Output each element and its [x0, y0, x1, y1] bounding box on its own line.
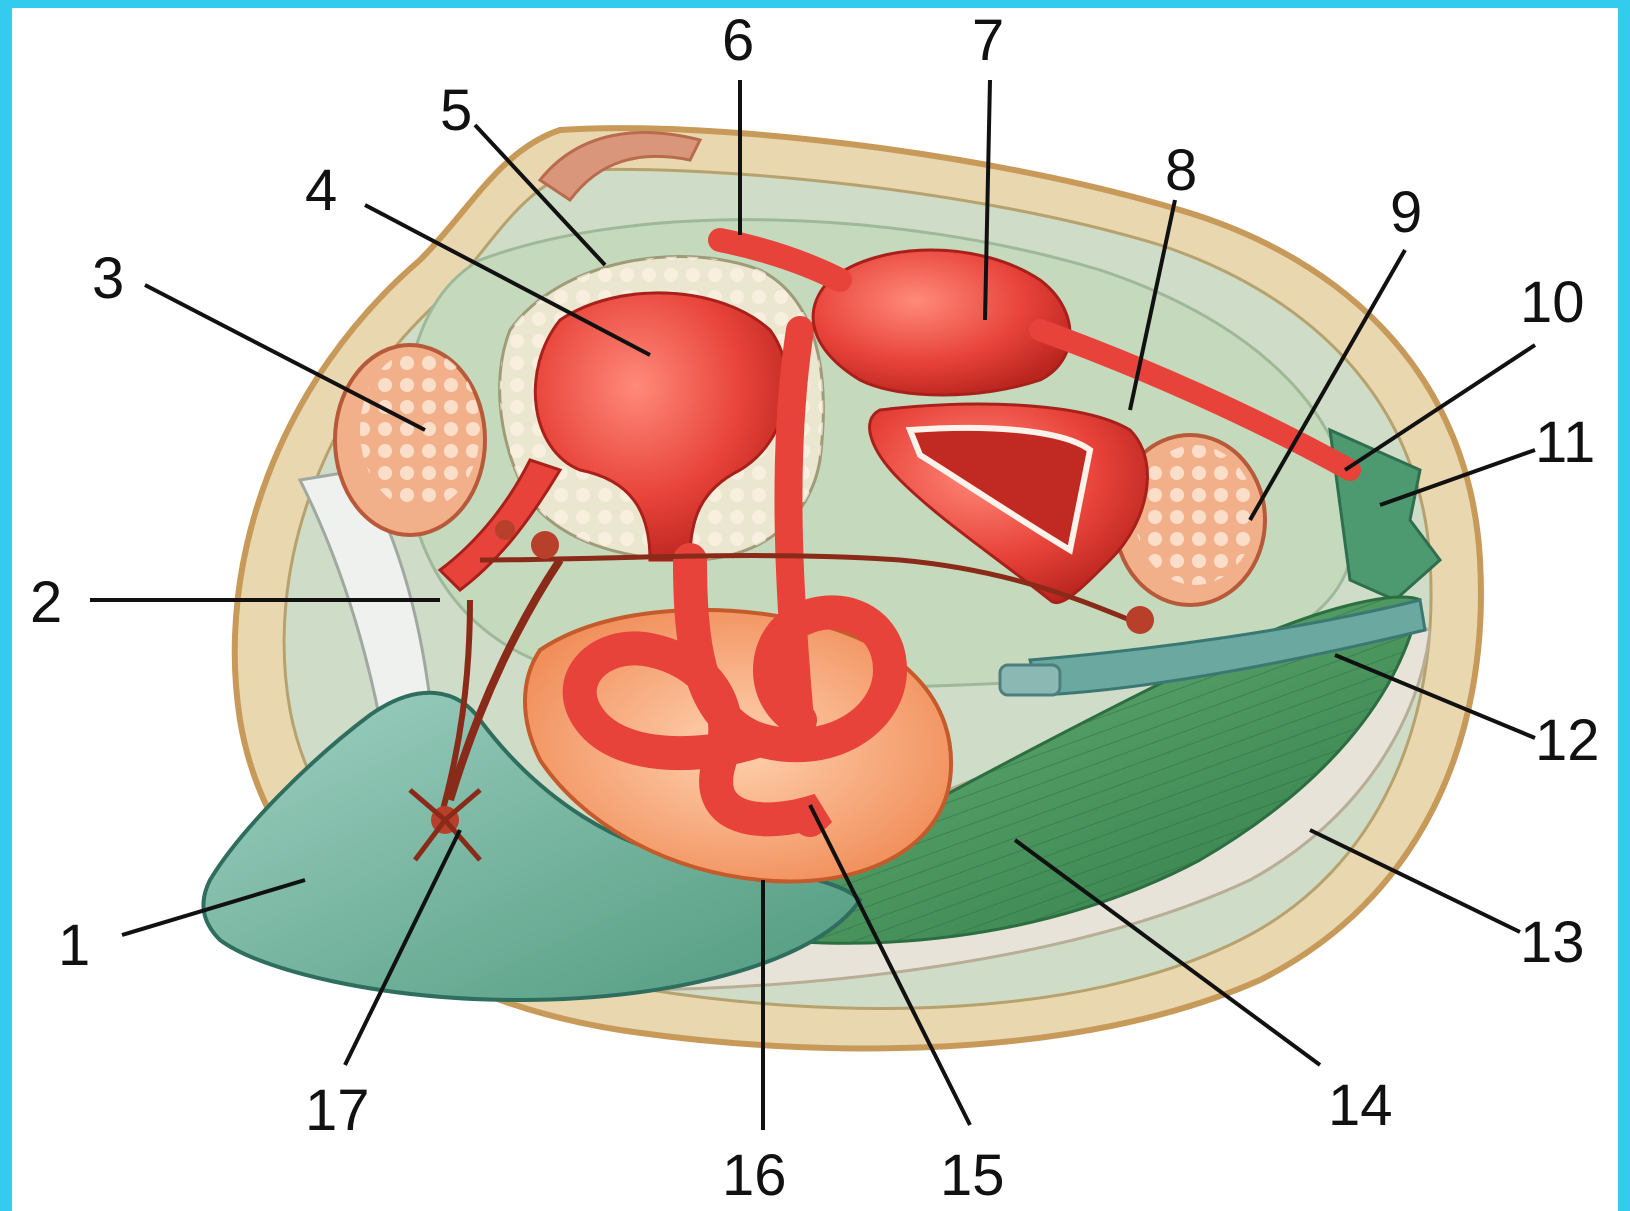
- label-15: 15: [940, 1143, 1005, 1208]
- label-16: 16: [722, 1143, 787, 1208]
- label-7: 7: [972, 8, 1004, 73]
- intestine-ascending: [788, 330, 800, 720]
- label-4: 4: [305, 158, 337, 223]
- label-2: 2: [30, 570, 62, 635]
- visceral-ganglion: [1126, 606, 1154, 634]
- label-14: 14: [1328, 1073, 1393, 1138]
- canal-tube: [1000, 665, 1060, 695]
- label-13: 13: [1520, 910, 1585, 975]
- label-17: 17: [305, 1078, 370, 1143]
- label-9: 9: [1390, 180, 1422, 245]
- label-5: 5: [440, 78, 472, 143]
- label-6: 6: [722, 8, 754, 73]
- label-3: 3: [92, 246, 124, 311]
- posterior-adductor-cut: [1135, 445, 1255, 585]
- label-12: 12: [1535, 708, 1600, 773]
- label-10: 10: [1520, 270, 1585, 335]
- anterior-adductor-cut: [360, 350, 480, 510]
- label-1: 1: [58, 913, 90, 978]
- label-8: 8: [1165, 138, 1197, 203]
- label-11: 11: [1535, 410, 1595, 475]
